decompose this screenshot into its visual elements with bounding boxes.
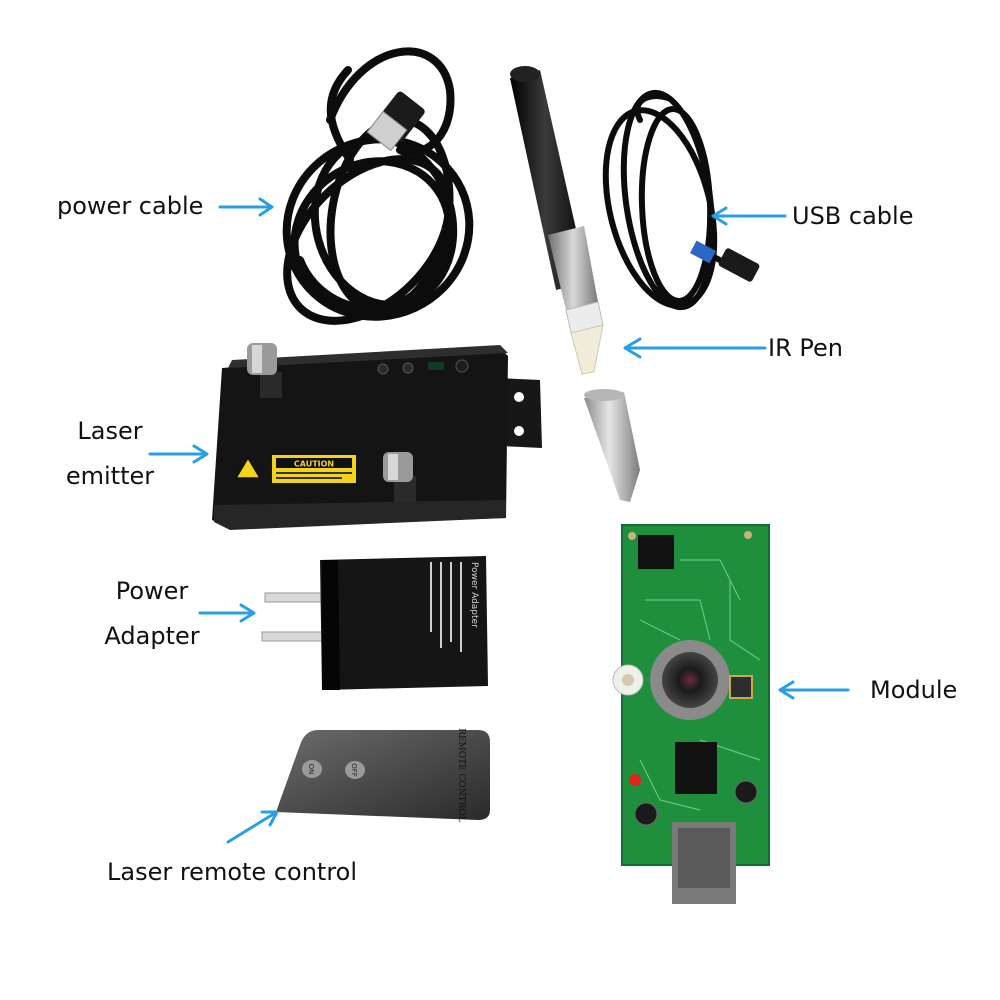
arrows [148,197,850,844]
remote-on-button [302,760,322,778]
label-usb-cable: USB cable [792,202,914,230]
power-adapter-image: Power Adapter [261,556,488,690]
power-adapter-label-text: Power Adapter [469,562,479,628]
arrow-to-laser-emitter [148,444,209,464]
arrow-to-power-adapter [198,603,256,623]
remote-control-image: ON OFF REMOTE CONTROL [276,728,490,822]
usb-cable-image [602,89,745,311]
remote-off-label: OFF [350,763,358,777]
label-power-adapter-line2: Adapter [104,622,200,650]
ir-pen-cap-image [584,389,640,502]
label-power-adapter-line1: Power [115,577,189,605]
power-cable-usb-plug [366,91,425,152]
power-cable-image [282,47,474,325]
usb-cable-plug [690,240,760,282]
remote-brand-label: REMOTE CONTROL [456,728,466,822]
arrow-to-module [778,680,850,700]
label-laser-emitter-line1: Laser [77,417,143,445]
remote-off-button [345,761,365,779]
caution-text: CAUTION [294,460,334,469]
ir-pen-image [510,66,604,375]
laser-emitter-knob-right [383,452,416,502]
arrow-to-remote-control [226,810,279,844]
label-laser-emitter-line2: emitter [65,462,155,490]
module-image [612,524,770,904]
remote-on-label: ON [307,764,315,775]
label-power-cable: power cable [57,192,204,220]
laser-emitter-knob-left [247,343,282,398]
arrow-to-power-cable [218,197,274,217]
label-module: Module [870,676,958,704]
arrow-to-ir-pen [623,337,767,359]
label-laser-remote-control: Laser remote control [107,858,358,886]
arrow-to-usb-cable [711,206,787,226]
caution-sticker: CAUTION [234,455,356,483]
label-ir-pen: IR Pen [768,334,843,362]
